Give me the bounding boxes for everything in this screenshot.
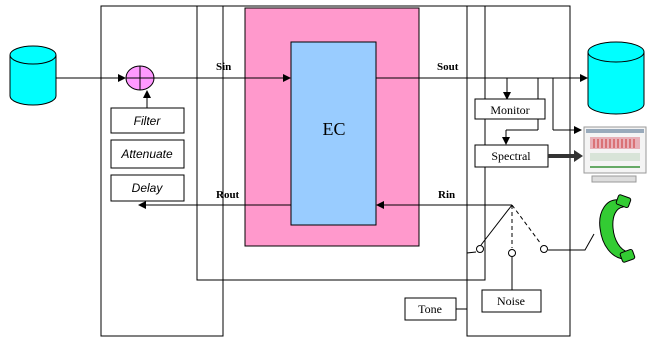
switch-arm[interactable] <box>480 204 513 246</box>
tone-label: Tone <box>418 302 442 316</box>
rout-label: Rout <box>216 189 240 201</box>
left-frame <box>100 5 224 337</box>
delay-label: Delay <box>132 181 164 195</box>
monitor-block[interactable] <box>474 98 546 120</box>
switch-contact-noise[interactable] <box>508 249 516 257</box>
tone-wire <box>456 251 477 310</box>
summing-junction-icon <box>125 65 155 91</box>
spectral-to-display-arrowhead <box>574 150 583 162</box>
spectral-label: Spectral <box>491 149 531 163</box>
ec-label: EC <box>322 119 345 139</box>
delay-block[interactable] <box>110 174 185 202</box>
attenuate-label: Attenuate <box>120 147 173 161</box>
attenuate-block[interactable] <box>110 139 185 169</box>
switch-dashed-phone <box>511 204 542 245</box>
database-cylinder-icon <box>587 41 645 115</box>
filter-block[interactable] <box>110 107 185 134</box>
center-frame <box>196 5 486 281</box>
right-frame <box>466 5 571 337</box>
ec-inner-box[interactable] <box>290 41 377 226</box>
rin-label: Rin <box>438 189 455 201</box>
database-cylinder-icon <box>9 45 57 106</box>
phone-wire <box>548 233 595 251</box>
switch-contact-phone[interactable] <box>540 245 548 253</box>
spectrum-display-icon <box>583 126 647 183</box>
switch-contact-tone[interactable] <box>476 245 484 253</box>
sin-label: Sin <box>216 61 231 73</box>
sout-label: Sout <box>437 61 459 73</box>
monitor-label: Monitor <box>490 103 529 117</box>
telephone-handset-icon <box>599 194 636 263</box>
filter-label: Filter <box>134 114 162 128</box>
noise-label: Noise <box>497 294 525 308</box>
